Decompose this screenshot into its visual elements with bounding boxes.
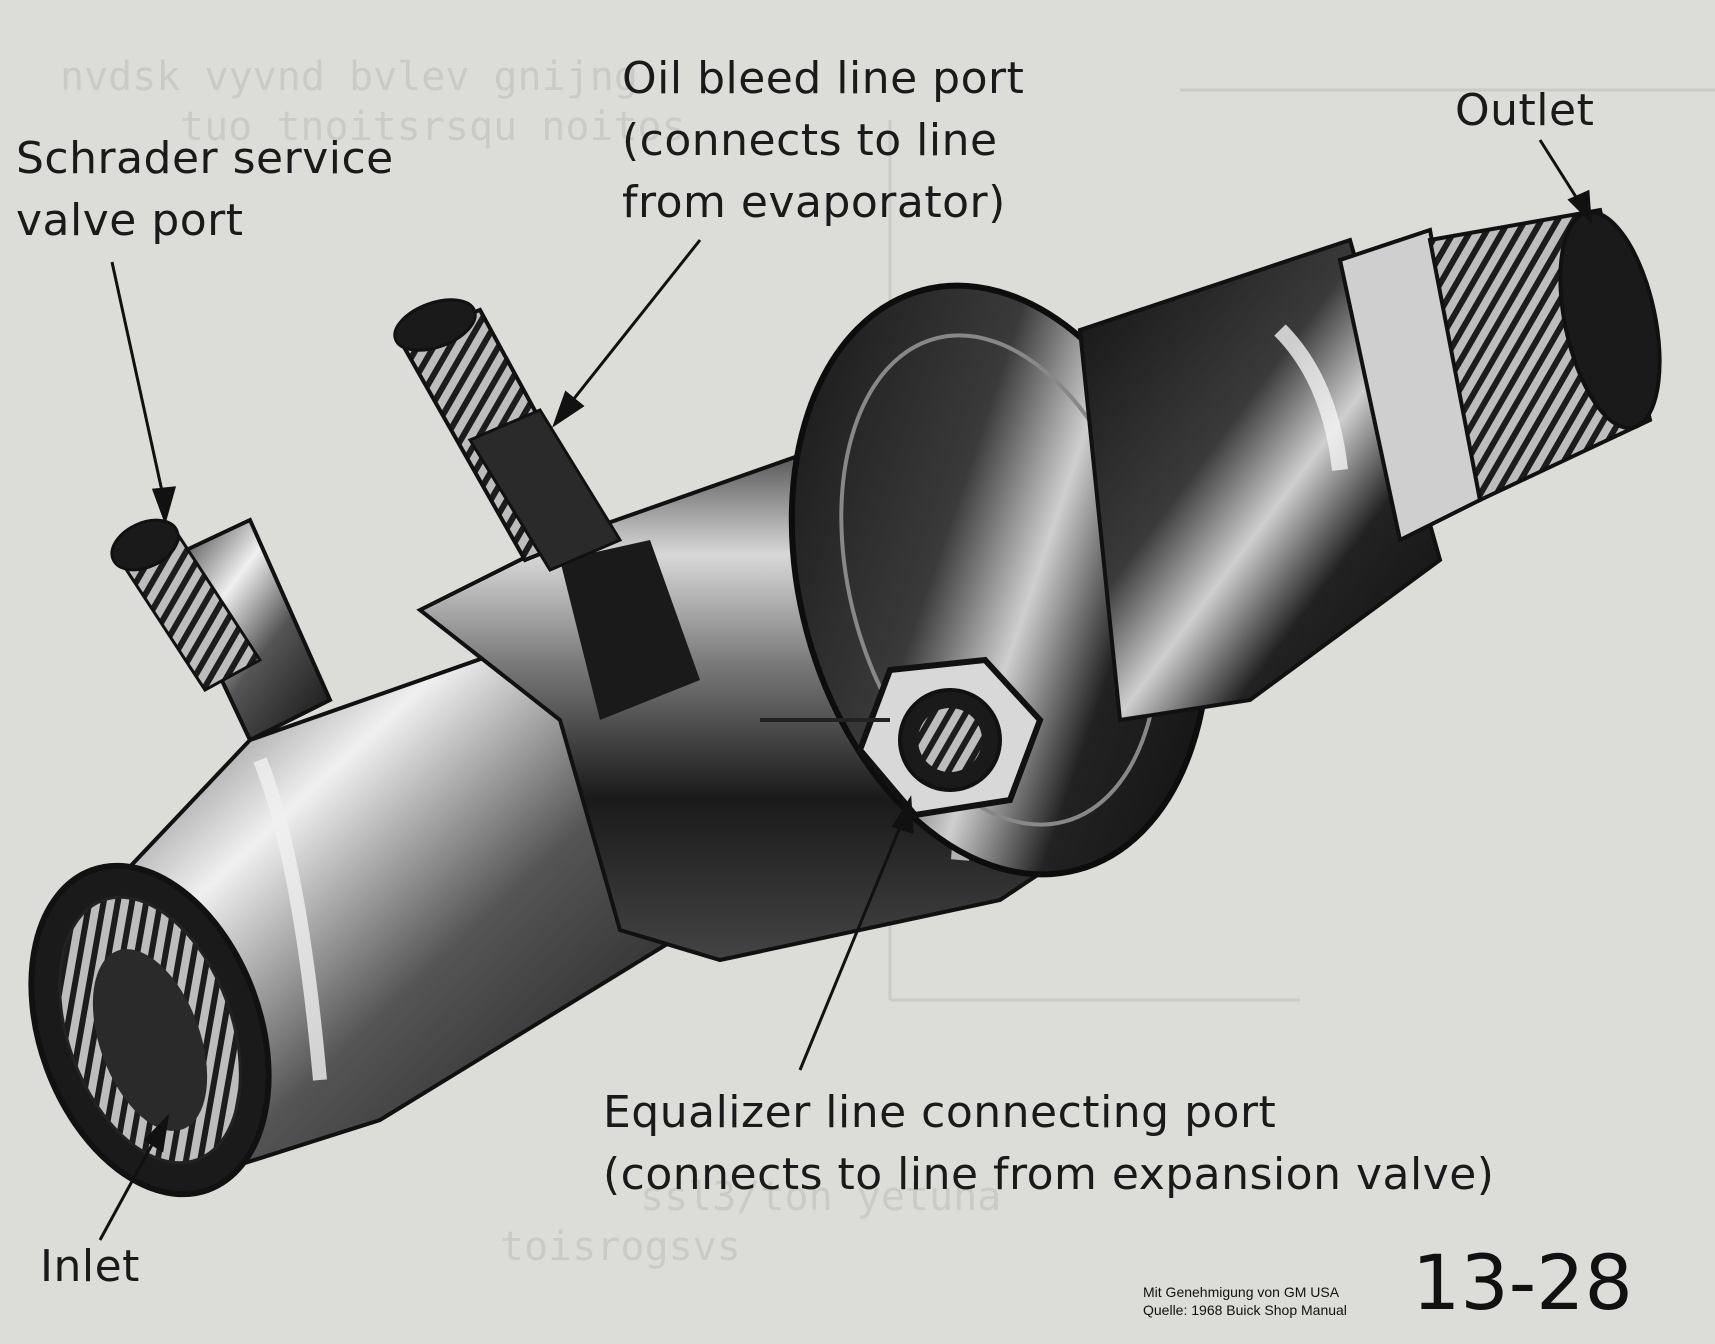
credit-note: Mit Genehmigung von GM USA Quelle: 1968 … <box>1143 1283 1347 1319</box>
oil-bleed-leader <box>552 239 702 428</box>
equalizer-label-line-1: Equalizer line connecting port <box>603 1087 1277 1138</box>
oil-bleed-label-line-3: from evaporator) <box>622 177 1006 228</box>
inlet-pipe <box>28 607 693 1198</box>
credit-line-1: Mit Genehmigung von GM USA <box>1143 1284 1340 1300</box>
equalizer-port <box>760 656 1044 819</box>
outlet-label: Outlet <box>1455 85 1595 136</box>
equalizer-label: Equalizer line connecting port (connects… <box>603 1082 1494 1206</box>
oil-bleed-label: Oil bleed line port (connects to line fr… <box>622 48 1024 234</box>
oil-bleed-label-line-2: (connects to line <box>622 115 998 166</box>
inlet-label: Inlet <box>40 1241 140 1292</box>
oil-bleed-port <box>393 298 623 572</box>
leader-lines <box>98 139 1592 1241</box>
outlet-leader <box>1538 139 1592 224</box>
svg-text:nvdsk vyvnd bvlev gnijng: nvdsk vyvnd bvlev gnijng <box>60 54 638 100</box>
credit-line-2: Quelle: 1968 Buick Shop Manual <box>1143 1302 1347 1318</box>
svg-text:tuo tnoitsrsqu noitos: tuo tnoitsrsqu noitos <box>180 104 686 150</box>
schrader-port <box>110 517 333 743</box>
figure-number: 13-28 <box>1412 1238 1633 1327</box>
schrader-label-line-2: valve port <box>16 195 244 246</box>
outlet-fitting <box>1337 207 1662 543</box>
inlet-leader <box>98 1113 170 1241</box>
svg-text:toisrogsvs: toisrogsvs <box>500 1224 741 1270</box>
schrader-label-line-1: Schrader service <box>16 133 394 184</box>
pilot-valve-drawing <box>28 207 1662 1198</box>
svg-text:ssl3/ton yetuna: ssl3/ton yetuna <box>640 1174 1001 1220</box>
schrader-leader <box>110 261 177 525</box>
equalizer-leader <box>798 795 914 1071</box>
oil-bleed-label-line-1: Oil bleed line port <box>622 53 1025 104</box>
schrader-label: Schrader service valve port <box>16 128 394 252</box>
equalizer-label-line-2: (connects to line from expansion valve) <box>603 1149 1495 1200</box>
